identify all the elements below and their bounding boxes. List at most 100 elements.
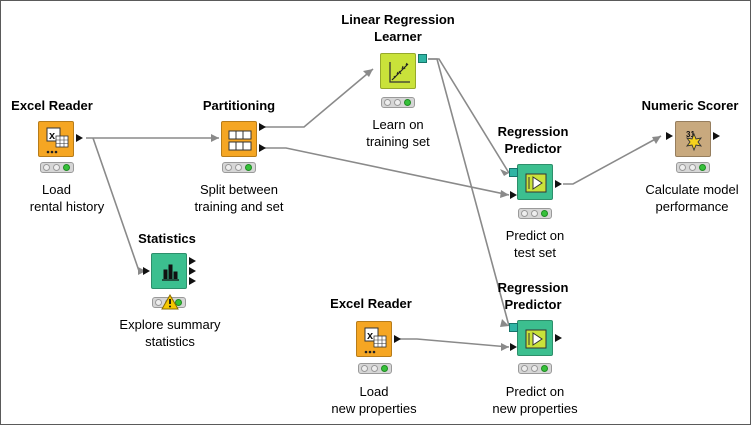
- predictor-icon[interactable]: [517, 320, 553, 356]
- node-description: Explore summary statistics: [75, 316, 265, 350]
- node-title-line: Linear Regression: [341, 12, 455, 27]
- status-light-red: [521, 210, 528, 217]
- connection-partition-learner[interactable]: [264, 68, 374, 128]
- status-light-red: [384, 99, 391, 106]
- desc-line: rental history: [29, 199, 105, 214]
- desc-line: training and set: [194, 199, 284, 214]
- status-lights: [40, 162, 74, 173]
- output-port-1[interactable]: [189, 257, 196, 265]
- status-light-green: [245, 164, 252, 171]
- model-input-port[interactable]: [509, 168, 518, 177]
- excel-reader-icon[interactable]: x: [356, 321, 392, 357]
- data-input-port[interactable]: [510, 343, 517, 351]
- scorer-icon[interactable]: 31: [675, 121, 711, 157]
- node-regression-predictor-new[interactable]: Regression Predictor: [438, 279, 628, 313]
- svg-text:x: x: [367, 330, 374, 342]
- status-lights: [676, 162, 710, 173]
- status-lights: [358, 363, 392, 374]
- data-input-port[interactable]: [666, 132, 673, 140]
- node-title: Statistics: [138, 231, 196, 246]
- node-title-line: Regression: [497, 124, 569, 139]
- node-description: Calculate model performance: [597, 181, 751, 215]
- desc-line: Split between: [199, 182, 279, 197]
- status-lights: [381, 97, 415, 108]
- status-lights: [518, 363, 552, 374]
- output-port[interactable]: [394, 335, 401, 343]
- node-linear-regression-learner[interactable]: Linear Regression Learner: [303, 11, 493, 45]
- node-title: Excel Reader: [11, 98, 93, 113]
- node-title-line: Predictor: [504, 141, 562, 156]
- model-output-port[interactable]: [418, 54, 427, 63]
- status-light-yellow: [531, 365, 538, 372]
- node-description: Predict on test set: [440, 227, 630, 261]
- output-port-3[interactable]: [189, 277, 196, 285]
- status-light-yellow: [235, 164, 242, 171]
- status-light-red: [521, 365, 528, 372]
- output-port[interactable]: [76, 134, 83, 142]
- statistics-icon[interactable]: [151, 253, 187, 289]
- status-light-green: [381, 365, 388, 372]
- desc-line: Learn on: [372, 117, 424, 132]
- partitioning-icon[interactable]: [221, 121, 257, 157]
- node-partitioning[interactable]: Partitioning: [144, 97, 334, 114]
- desc-line: Predict on: [505, 228, 565, 243]
- node-regression-predictor-test[interactable]: Regression Predictor: [438, 123, 628, 157]
- data-input-port[interactable]: [510, 191, 517, 199]
- predictor-icon[interactable]: [517, 164, 553, 200]
- output-port[interactable]: [555, 334, 562, 342]
- node-title-line: Predictor: [504, 297, 562, 312]
- warning-icon[interactable]: [161, 294, 179, 310]
- status-light-red: [225, 164, 232, 171]
- status-lights: [518, 208, 552, 219]
- status-light-yellow: [371, 365, 378, 372]
- status-light-green: [404, 99, 411, 106]
- model-input-port[interactable]: [509, 323, 518, 332]
- node-description: Load new properties: [279, 383, 469, 417]
- output-port[interactable]: [713, 132, 720, 140]
- node-title: Excel Reader: [330, 296, 412, 311]
- status-light-yellow: [53, 164, 60, 171]
- output-port-test[interactable]: [259, 144, 266, 152]
- node-description: Learn on training set: [303, 116, 493, 150]
- desc-line: Load: [42, 182, 71, 197]
- desc-line: Calculate model: [645, 182, 739, 197]
- connection-predictor1-scorer[interactable]: [563, 135, 662, 185]
- status-light-yellow: [689, 164, 696, 171]
- output-port-training[interactable]: [259, 123, 266, 131]
- status-light-red: [679, 164, 686, 171]
- connection-partition-predictor1[interactable]: [264, 147, 510, 196]
- desc-line: Load: [359, 384, 389, 399]
- status-light-yellow: [531, 210, 538, 217]
- node-excel-reader-properties[interactable]: Excel Reader: [276, 295, 466, 312]
- output-port[interactable]: [555, 180, 562, 188]
- desc-line: new properties: [492, 401, 578, 416]
- data-input-port[interactable]: [143, 267, 150, 275]
- node-numeric-scorer[interactable]: Numeric Scorer: [595, 97, 751, 114]
- node-title: Partitioning: [202, 98, 276, 113]
- status-light-red: [361, 365, 368, 372]
- excel-reader-icon[interactable]: x: [38, 121, 74, 157]
- node-title-line: Learner: [374, 29, 422, 44]
- desc-line: Predict on: [505, 384, 565, 399]
- svg-text:31: 31: [686, 130, 695, 139]
- status-light-red: [43, 164, 50, 171]
- node-description: Predict on new properties: [440, 383, 630, 417]
- svg-text:x: x: [49, 130, 56, 142]
- node-title-line: Regression: [497, 280, 569, 295]
- desc-line: new properties: [331, 401, 417, 416]
- status-light-green: [541, 365, 548, 372]
- status-light-yellow: [394, 99, 401, 106]
- output-port-2[interactable]: [189, 267, 196, 275]
- desc-line: test set: [514, 245, 556, 260]
- node-statistics[interactable]: Statistics: [72, 230, 262, 247]
- linear-regression-icon[interactable]: [380, 53, 416, 89]
- desc-line: statistics: [145, 334, 195, 349]
- node-excel-reader-rental[interactable]: Excel Reader: [0, 97, 147, 114]
- desc-line: training set: [366, 134, 430, 149]
- status-light-green: [63, 164, 70, 171]
- connection-learner-predictor2[interactable]: [428, 58, 510, 327]
- node-description: Split between training and set: [144, 181, 334, 215]
- connection-excel2-predictor2[interactable]: [398, 338, 510, 348]
